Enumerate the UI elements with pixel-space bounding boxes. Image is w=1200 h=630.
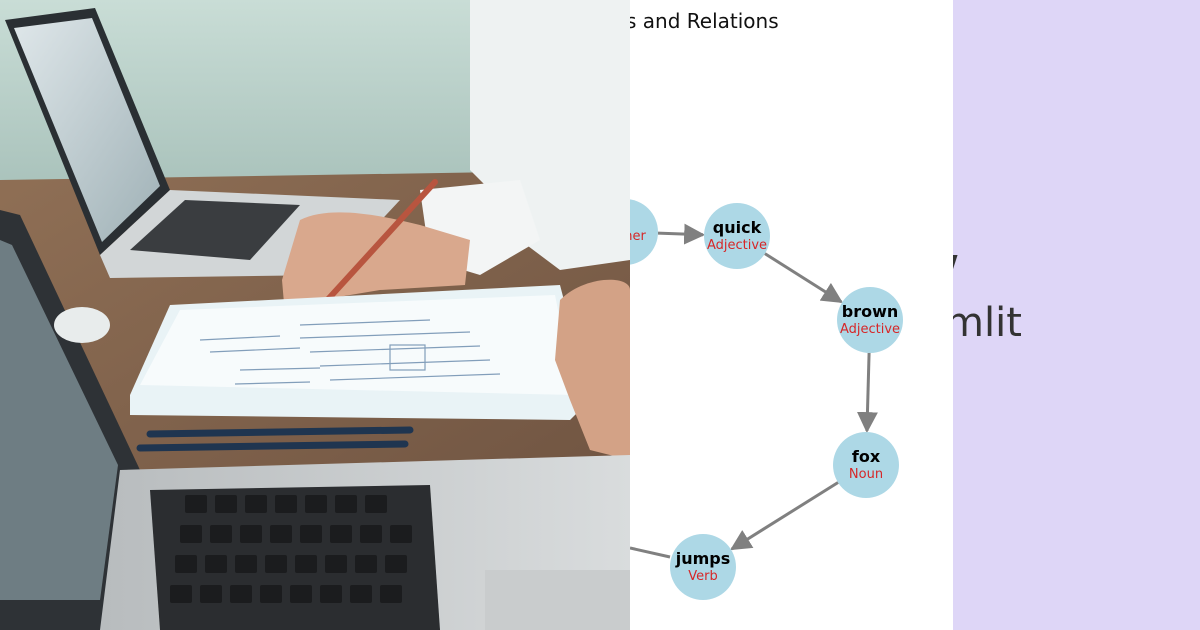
dependency-graph-panel: s and Relations nerquickAdjectivebrownAd…	[630, 0, 953, 630]
dependency-graph: nerquickAdjectivebrownAdjectivefoxNounju…	[630, 199, 903, 600]
graph-node-word: brown	[842, 302, 899, 321]
graph-edge-n3-n4	[730, 481, 839, 551]
graph-edge-n1-n2	[764, 252, 844, 304]
graph-edge-n2-n3	[856, 352, 878, 434]
title-text-fragment: mlit	[953, 300, 1022, 346]
graph-node-tag: Verb	[688, 569, 717, 584]
graph-node-partial: ner	[630, 199, 658, 265]
graph-node-word: fox	[852, 447, 881, 466]
graph-node-tag: Adjective	[707, 238, 767, 253]
graph-node-tag: ner	[630, 229, 646, 244]
graph-node-circle	[833, 432, 899, 498]
graph-node-word: quick	[713, 218, 762, 237]
graph-node-tag: Noun	[849, 467, 883, 482]
desk-photo	[0, 0, 630, 630]
graph-node-circle	[670, 534, 736, 600]
graph-node-circle	[837, 287, 903, 353]
graph-edge-offscreen	[630, 546, 671, 559]
graph-node-circle	[630, 199, 658, 265]
title-glyph-fragment	[953, 255, 958, 277]
graph-node-circle	[704, 203, 770, 269]
desk-photo-illustration	[0, 0, 630, 630]
graph-edge-n0-n1	[657, 223, 706, 245]
graph-node-tag: Adjective	[840, 322, 900, 337]
graph-title: s and Relations	[630, 9, 779, 33]
title-card: mlit	[953, 0, 1200, 630]
graph-node-word: jumps	[675, 549, 731, 568]
